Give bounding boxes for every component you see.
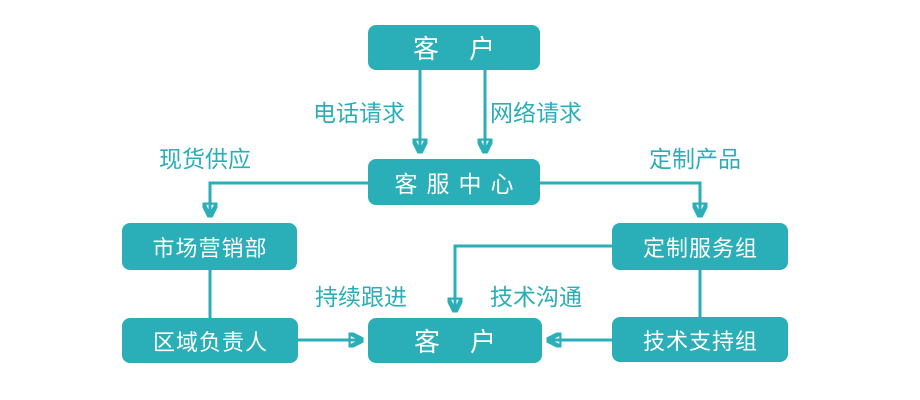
node-service-center: 客服中心 xyxy=(368,159,540,205)
edge-label-custom-product: 定制产品 xyxy=(649,147,741,173)
node-customer-top: 客 户 xyxy=(368,25,540,70)
edge-label-technical-communication: 技术沟通 xyxy=(490,285,582,311)
edge-spot-supply-arrow xyxy=(210,181,368,216)
node-custom-service-group: 定制服务组 xyxy=(612,223,788,270)
node-regional-manager: 区域负责人 xyxy=(122,318,298,363)
edge-label-phone-request: 电话请求 xyxy=(313,101,405,127)
node-customer-bottom: 客 户 xyxy=(368,318,542,363)
node-tech-support-group: 技术支持组 xyxy=(612,317,788,362)
node-marketing-dept: 市场营销部 xyxy=(122,223,297,270)
edge-label-continuous-followup: 持续跟进 xyxy=(315,285,407,311)
edge-custom-product-arrow xyxy=(540,181,700,216)
edge-label-spot-supply: 现货供应 xyxy=(159,147,251,173)
edge-label-web-request: 网络请求 xyxy=(490,101,582,127)
edge-customservice-to-customer-arrow xyxy=(455,244,612,311)
